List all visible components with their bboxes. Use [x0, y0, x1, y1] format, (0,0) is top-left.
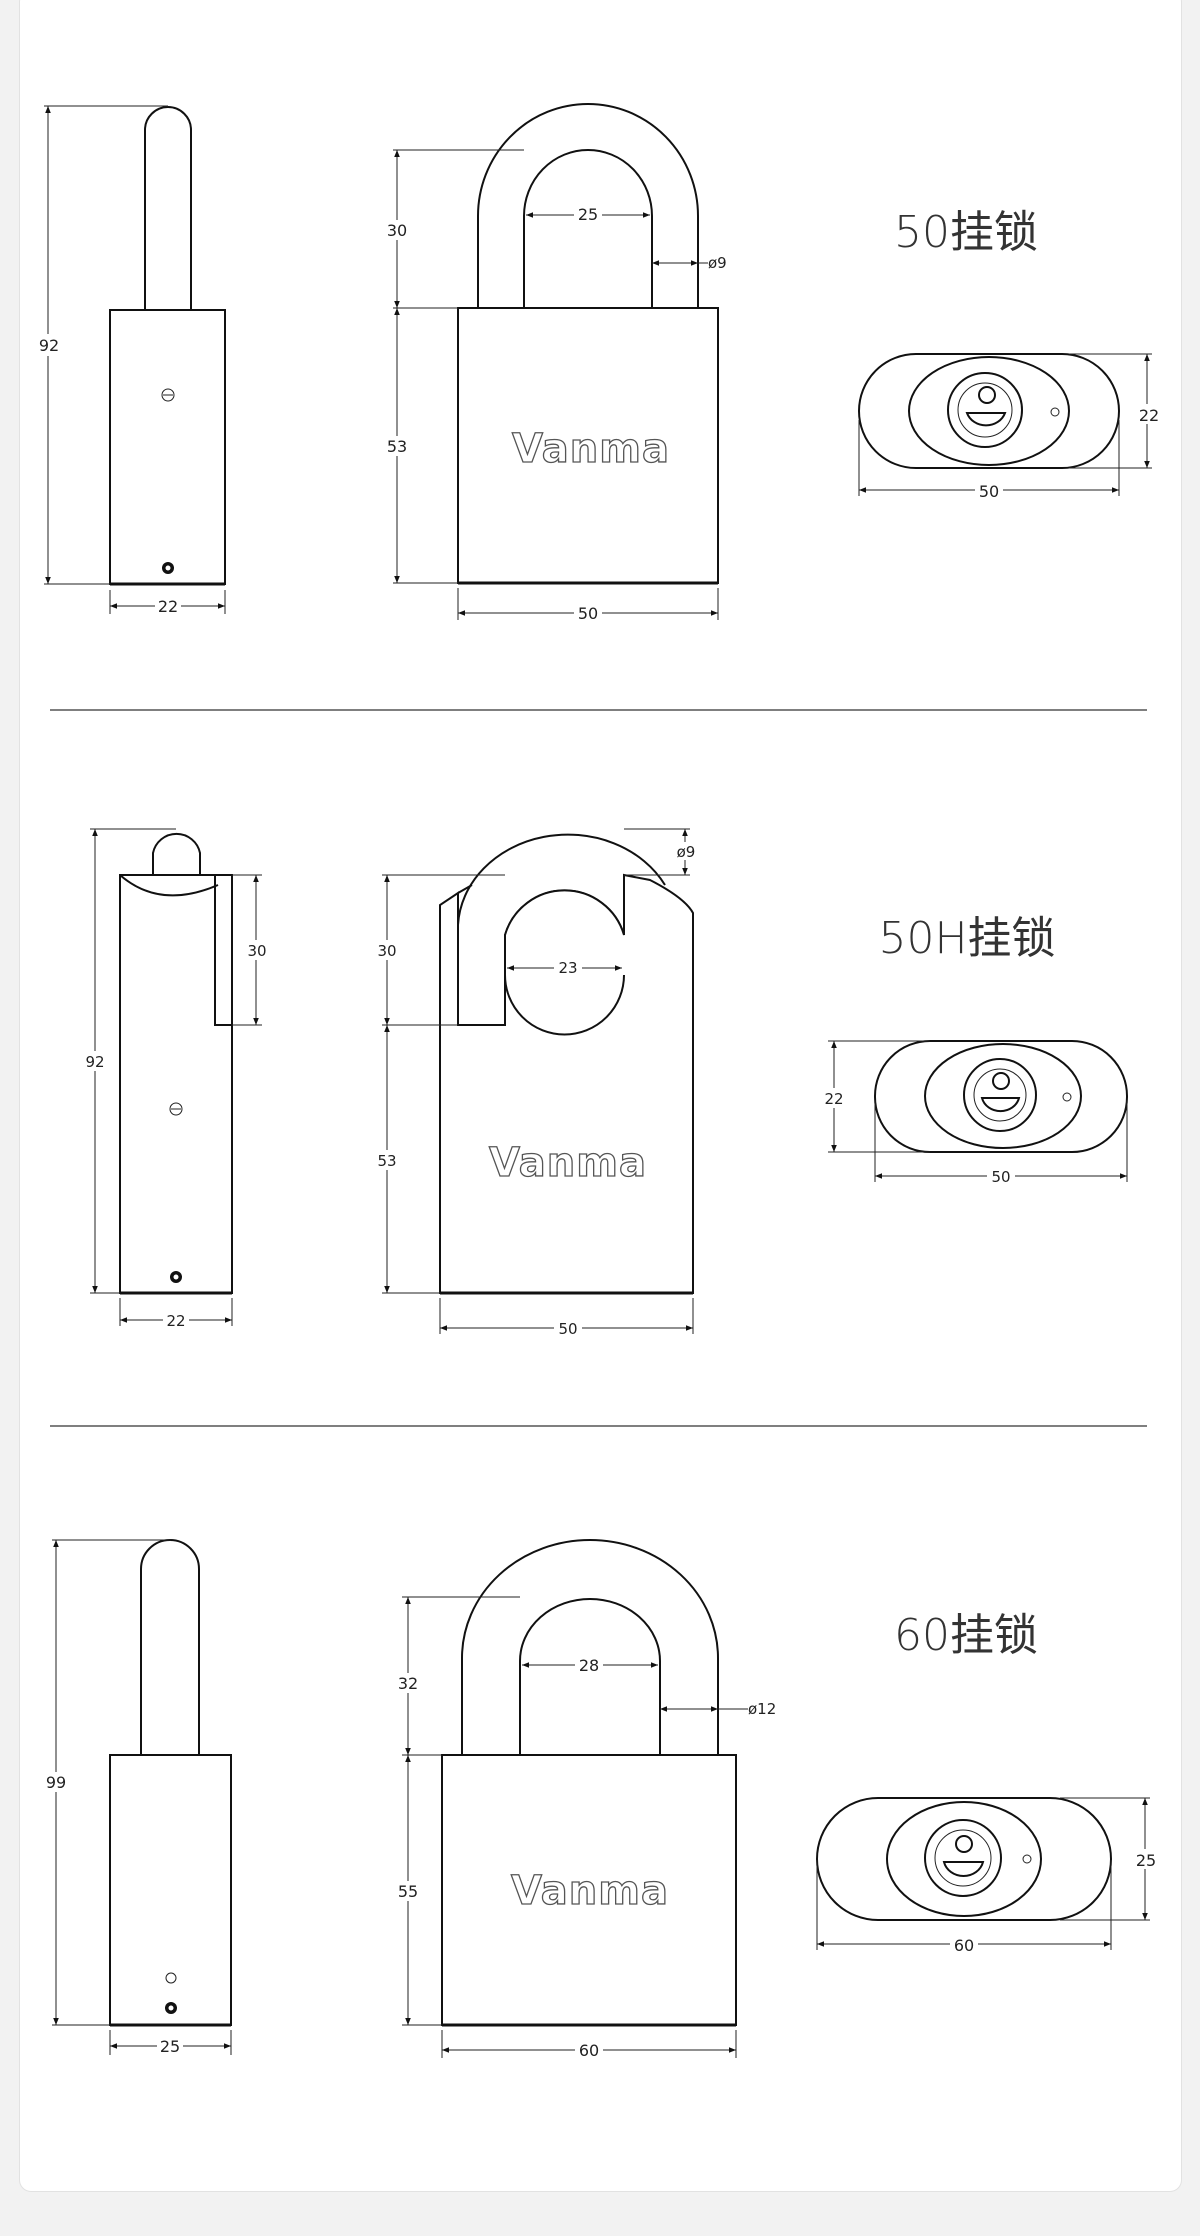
shackle-height-label: 32	[398, 1674, 418, 1693]
front-view-50h: Vanma 23 ø9 30 53 50	[376, 828, 702, 1338]
brand-logo: Vanma	[512, 426, 670, 472]
section-60: 99 25 Vanma 28 ø12	[45, 1539, 1160, 2060]
body-height-label: 53	[387, 437, 407, 456]
shackle-diameter-label: ø9	[708, 254, 727, 272]
model-title: 50挂锁	[894, 207, 1038, 258]
bottom-depth-label: 22	[1139, 406, 1159, 425]
bottom-depth-label: 25	[1136, 1851, 1156, 1870]
shackle-diameter-label: ø12	[748, 1700, 776, 1718]
inner-width-label: 23	[558, 959, 577, 977]
front-width-label: 50	[558, 1320, 577, 1338]
section-50h: 92 30 22 Vanma 23	[84, 828, 1128, 1338]
section-50: 92 22 Vanma 25 ø9	[38, 103, 1162, 623]
front-width-label: 50	[578, 604, 598, 623]
shackle-diameter-label: ø9	[677, 843, 696, 861]
bottom-view-50h: 50 22	[822, 1040, 1128, 1186]
side-height-label: 99	[46, 1773, 66, 1792]
shackle-height-label: 30	[377, 942, 396, 960]
body-height-label: 55	[398, 1882, 418, 1901]
side-height-label: 92	[39, 336, 59, 355]
brand-logo: Vanma	[489, 1140, 647, 1186]
model-title: 50H挂锁	[878, 913, 1055, 964]
bottom-view-60: 60 25	[816, 1797, 1160, 1955]
bottom-width-label: 50	[991, 1168, 1010, 1186]
body-height-label: 53	[377, 1152, 396, 1170]
bottom-depth-label: 22	[824, 1090, 843, 1108]
side-view-50: 92 22	[38, 105, 226, 616]
model-title: 60挂锁	[894, 1610, 1038, 1661]
inner-width-label: 28	[579, 1656, 599, 1675]
side-view-50h: 92 30 22	[84, 828, 268, 1330]
side-width-label: 22	[166, 1312, 185, 1330]
inner-width-label: 25	[578, 205, 598, 224]
brand-logo: Vanma	[511, 1868, 669, 1914]
side-width-label: 22	[158, 597, 178, 616]
front-width-label: 60	[579, 2041, 599, 2060]
side-view-60: 99 25	[45, 1539, 232, 2056]
bottom-width-label: 60	[954, 1936, 974, 1955]
front-view-60: Vanma 28 ø12 32 55 60	[397, 1539, 776, 2060]
bottom-view-50: 50 22	[858, 353, 1162, 501]
side-height-label: 92	[85, 1053, 104, 1071]
side-shackle-height-label: 30	[247, 942, 266, 960]
bottom-width-label: 50	[979, 482, 999, 501]
shackle-height-label: 30	[387, 221, 407, 240]
side-width-label: 25	[160, 2037, 180, 2056]
front-view-50: Vanma 25 ø9 30 53 50	[386, 103, 727, 623]
